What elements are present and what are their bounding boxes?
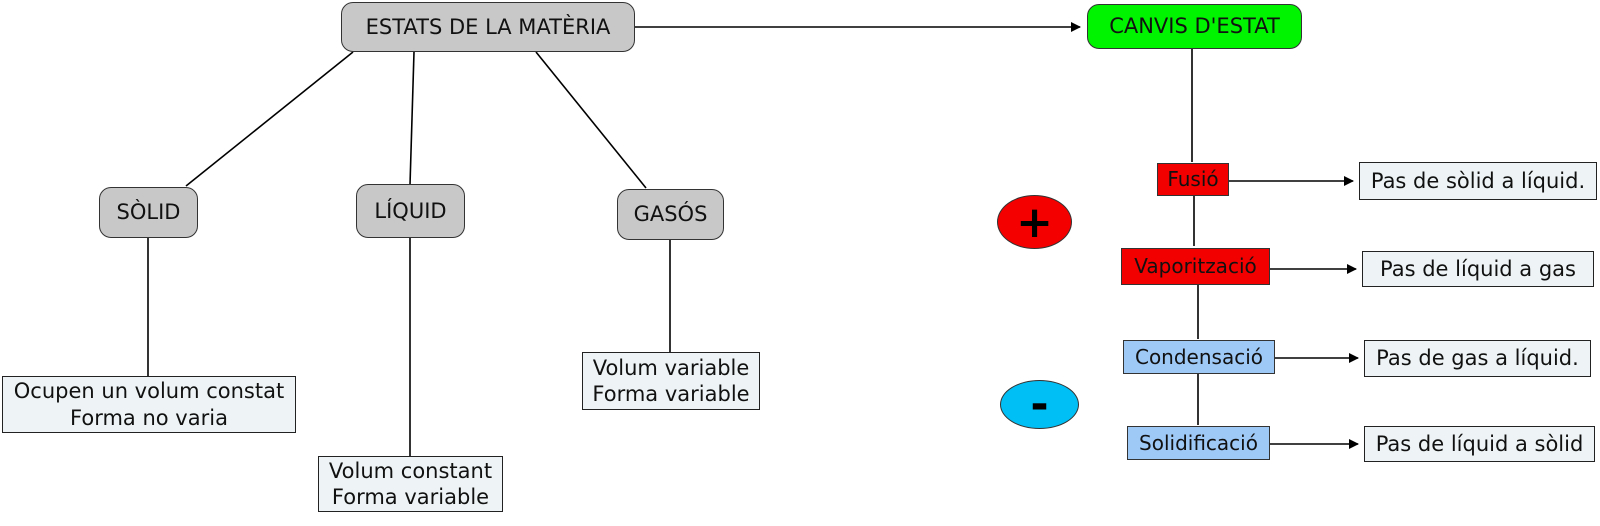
link-main-solid <box>185 51 354 187</box>
changes-concept-label: CANVIS D'ESTAT <box>1109 14 1280 39</box>
gas-description: Volum variable Forma variable <box>582 352 760 410</box>
liquid-description-line2: Forma variable <box>331 485 490 509</box>
solid-description-line1: Ocupen un volum constat <box>13 379 285 404</box>
vaporitzacio-description-text: Pas de líquid a gas <box>1380 256 1576 281</box>
minus-oval: - <box>1000 379 1079 430</box>
condensacio-description-text: Pas de gas a líquid. <box>1376 346 1579 371</box>
changes-concept-node: CANVIS D'ESTAT <box>1087 4 1302 49</box>
fusio-description: Pas de sòlid a líquid. <box>1359 162 1597 200</box>
state-liquid-label: LÍQUID <box>374 198 447 223</box>
change-solidificacio-label: Solidificació <box>1139 430 1258 455</box>
condensacio-description: Pas de gas a líquid. <box>1364 340 1591 377</box>
state-gas-label: GASÓS <box>633 202 708 227</box>
change-condensacio-node: Condensació <box>1123 340 1275 374</box>
state-liquid-node: LÍQUID <box>356 184 465 238</box>
solidificacio-description-text: Pas de líquid a sòlid <box>1375 431 1584 456</box>
change-vaporitzacio-node: Vaporització <box>1121 248 1270 285</box>
plus-oval: + <box>997 195 1072 249</box>
fusio-description-text: Pas de sòlid a líquid. <box>1370 168 1586 193</box>
plus-symbol: + <box>1016 196 1053 248</box>
state-gas-node: GASÓS <box>617 189 724 240</box>
main-concept-node: ESTATS DE LA MATÈRIA <box>341 2 635 52</box>
change-fusio-node: Fusió <box>1157 163 1229 196</box>
change-fusio-label: Fusió <box>1167 167 1219 191</box>
state-solid-node: SÒLID <box>99 187 198 238</box>
state-solid-label: SÒLID <box>116 200 181 225</box>
main-concept-label: ESTATS DE LA MATÈRIA <box>365 14 611 39</box>
solid-description-line2: Forma no varia <box>70 405 228 430</box>
link-main-liquid <box>409 51 415 186</box>
solid-description: Ocupen un volum constat Forma no varia <box>2 376 296 433</box>
link-main-gas <box>535 51 647 189</box>
vaporitzacio-description: Pas de líquid a gas <box>1362 251 1594 287</box>
gas-description-line1: Volum variable <box>592 355 750 380</box>
liquid-description: Volum constant Forma variable <box>318 456 503 512</box>
gas-description-line2: Forma variable <box>592 382 750 406</box>
change-vaporitzacio-label: Vaporització <box>1134 254 1257 278</box>
change-condensacio-label: Condensació <box>1134 344 1264 369</box>
liquid-description-line1: Volum constant <box>328 458 493 483</box>
minus-symbol: - <box>1030 379 1049 430</box>
solidificacio-description: Pas de líquid a sòlid <box>1364 426 1595 462</box>
change-solidificacio-node: Solidificació <box>1127 426 1270 460</box>
